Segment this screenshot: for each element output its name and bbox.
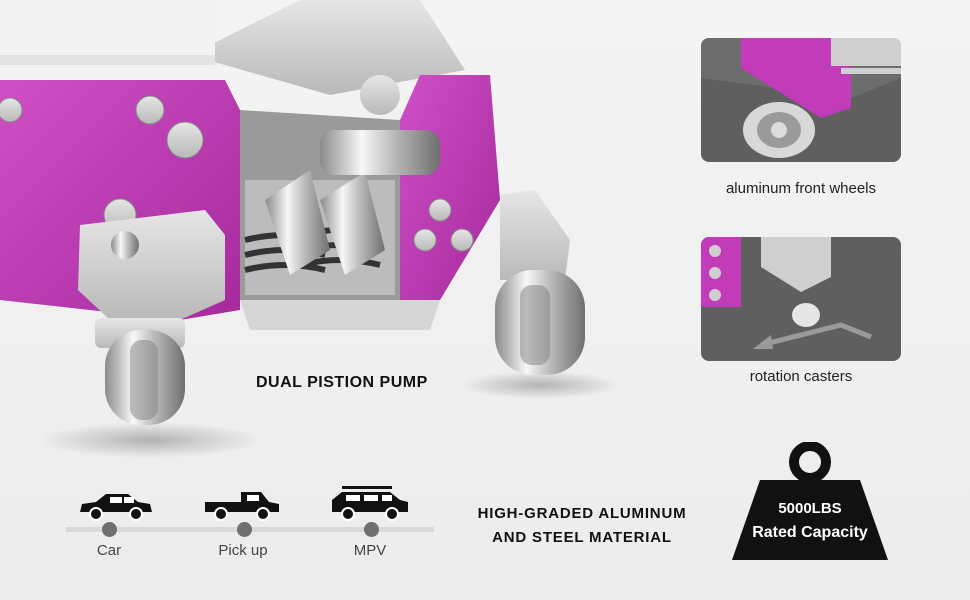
front-wheel-thumbnail: [701, 38, 901, 162]
material-line-2: AND STEEL MATERIAL: [492, 529, 672, 546]
material-line-1: HIGH-GRADED ALUMINUM: [477, 505, 687, 522]
floor-jack-illustration: [0, 0, 620, 458]
car-marker: [102, 522, 117, 537]
pickup-marker: [237, 522, 252, 537]
material-label: HIGH-GRADED ALUMINUM AND STEEL MATERIAL: [462, 502, 702, 550]
weight-icon: [732, 442, 888, 560]
caster-thumbnail: [701, 237, 901, 361]
car-label: Car: [96, 542, 122, 559]
front-wheels-caption: aluminum front wheels: [725, 180, 877, 197]
car-icon: [80, 494, 152, 521]
pump-feature-label: DUAL PISTION PUMP: [256, 374, 428, 391]
casters-caption: rotation casters: [749, 368, 853, 385]
pickup-icon: [205, 492, 279, 521]
capacity-value: 5000LBS: [778, 500, 842, 517]
mpv-label: MPV: [353, 542, 387, 559]
capacity-label: Rated Capacity: [752, 524, 868, 541]
mpv-marker: [364, 522, 379, 537]
pickup-label: Pick up: [218, 542, 268, 559]
mpv-icon: [332, 486, 408, 521]
